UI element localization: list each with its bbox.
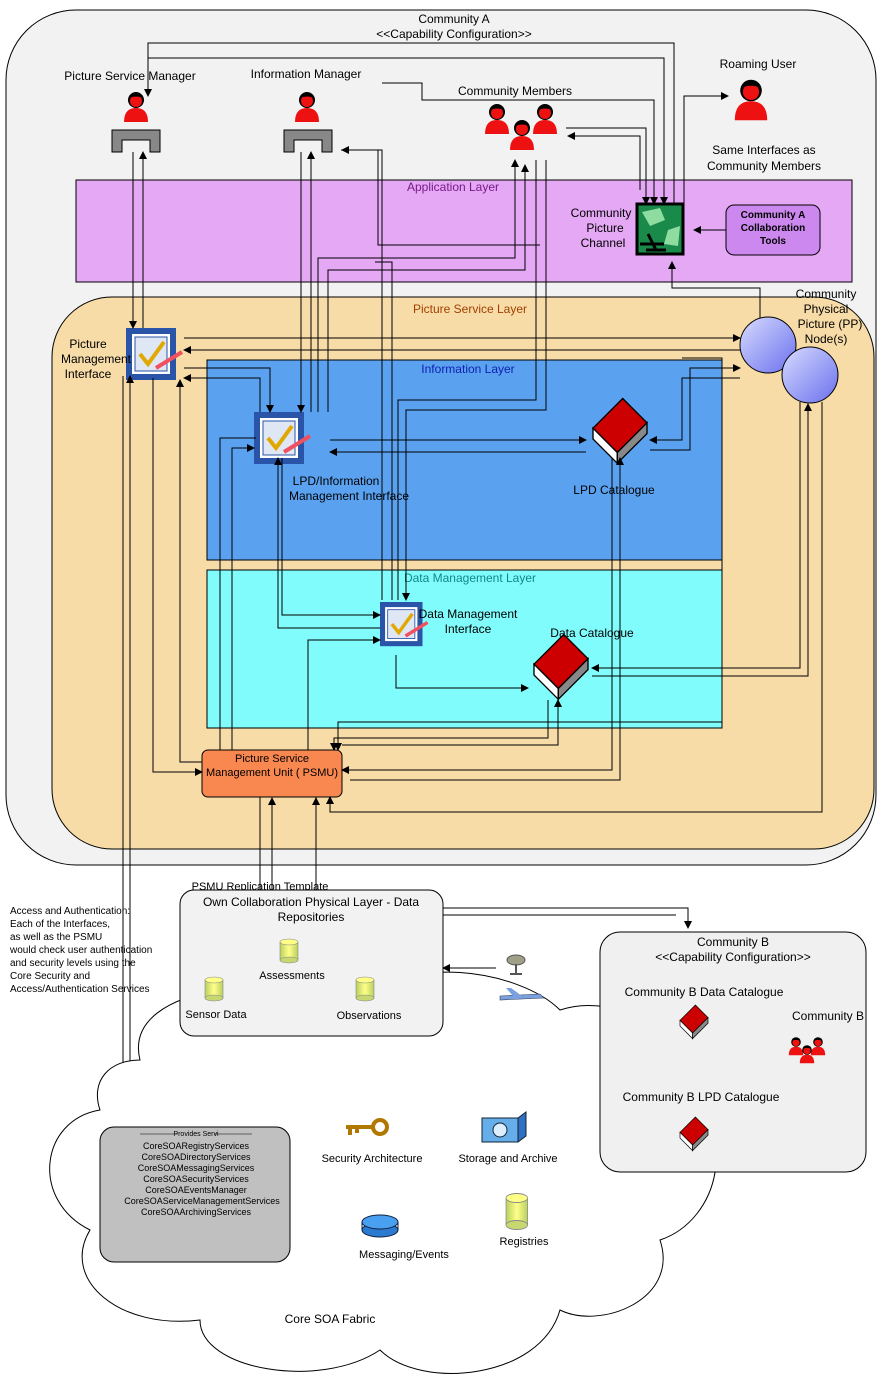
data-management-layer-label: Data Management Layer	[404, 571, 536, 585]
pmi-label-2: Management	[61, 352, 132, 366]
service-item: CoreSOADirectoryServices	[141, 1152, 251, 1162]
core-soa-fabric-label: Core SOA Fabric	[285, 1312, 376, 1326]
access-note-line: Access/Authentication Services	[10, 984, 150, 995]
service-item: CoreSOAEventsManager	[145, 1185, 247, 1195]
pp-label-2: Physical	[804, 302, 849, 316]
registries-cylinder-icon	[505, 1193, 529, 1230]
application-layer	[75, 179, 853, 283]
roaming-note-line1: Same Interfaces as	[712, 143, 815, 157]
data-catalogue-label: Data Catalogue	[550, 626, 634, 640]
sensor-data-label: Sensor Data	[185, 1009, 247, 1021]
application-layer-label: Application Layer	[407, 180, 499, 194]
registries-label: Registries	[500, 1236, 549, 1248]
community-a-title: Community A	[418, 12, 489, 26]
core-services-header: Provides Servi	[173, 1131, 219, 1138]
pp-node-back-icon	[739, 316, 797, 374]
connectors	[122, 42, 823, 1290]
lpd-interface-icon	[252, 410, 312, 466]
satellite-dish-icon	[506, 954, 526, 975]
sensor-data-cylinder-icon	[204, 976, 224, 1002]
community-members-label: Community Members	[458, 84, 572, 98]
community-b-subtitle: <<Capability Configuration>>	[655, 950, 810, 964]
lpd-catalogue-label: LPD Catalogue	[573, 483, 655, 497]
storage-archive-label: Storage and Archive	[458, 1153, 557, 1165]
access-note-line: would check user authentication	[9, 945, 152, 956]
service-item: CoreSOAMessagingServices	[138, 1163, 255, 1173]
observations-cylinder-icon	[355, 976, 375, 1002]
dmi-label-1: Data Management	[419, 607, 518, 621]
community-b-members-label: Community B	[792, 1009, 864, 1023]
access-note-line: Core Security and	[10, 971, 90, 982]
service-item: CoreSOAArchivingServices	[141, 1207, 252, 1217]
community-b-title: Community B	[697, 935, 769, 949]
access-note-line: as well as the PSMU	[10, 932, 102, 943]
storage-icon	[481, 1111, 527, 1143]
pp-node-front-icon	[781, 346, 839, 404]
service-item: CoreSOARegistryServices	[143, 1141, 250, 1151]
pp-label-4: Node(s)	[805, 332, 848, 346]
collab-label-1: Community A	[741, 210, 806, 221]
information-layer-label: Information Layer	[421, 362, 514, 376]
physical-layer-title-1: Own Collaboration Physical Layer - Data	[203, 895, 419, 909]
channel-label-2: Picture	[586, 221, 624, 235]
collab-label-2: Collaboration	[741, 223, 805, 234]
community-a-subtitle: <<Capability Configuration>>	[376, 27, 531, 41]
picture-management-interface-icon	[124, 326, 184, 382]
access-note-line: Access and Authentication:	[10, 906, 130, 917]
aircraft-icon	[499, 988, 545, 1001]
lpd-interface-label-2: Management Interface	[289, 489, 409, 503]
router-icon	[361, 1214, 399, 1238]
data-management-layer	[206, 569, 723, 729]
roaming-user-label: Roaming User	[720, 57, 797, 71]
community-b-lpd-catalogue-label: Community B LPD Catalogue	[623, 1090, 780, 1104]
roaming-note-line2: Community Members	[707, 159, 821, 173]
collab-label-3: Tools	[760, 236, 786, 247]
picture-service-manager-label: Picture Service Manager	[64, 69, 195, 83]
pmi-label-1: Picture	[69, 337, 107, 351]
picture-service-manager-icon	[111, 92, 161, 153]
community-b-box	[599, 931, 867, 1173]
channel-label-1: Community	[571, 206, 632, 220]
picture-channel-icon	[635, 202, 685, 256]
pmi-label-3: Interface	[65, 367, 112, 381]
access-note-line: Each of the Interfaces,	[10, 919, 110, 930]
psmu-label-1: Picture Service	[235, 753, 309, 765]
information-manager-icon	[283, 92, 333, 153]
picture-service-layer-label: Picture Service Layer	[413, 302, 527, 316]
physical-layer-title-2: Repositories	[278, 910, 345, 924]
access-note-line: and security levels using the	[10, 958, 136, 969]
dmi-label-2: Interface	[445, 622, 492, 636]
pp-label-1: Community	[796, 287, 857, 301]
lpd-interface-label-1: LPD/Information	[293, 474, 380, 488]
psmu-label-2: Management Unit ( PSMU)	[206, 767, 338, 779]
security-architecture-label: Security Architecture	[322, 1153, 423, 1165]
messaging-events-label: Messaging/Events	[359, 1249, 449, 1261]
core-services-box	[99, 1126, 291, 1263]
observations-label: Observations	[337, 1010, 402, 1022]
information-manager-label: Information Manager	[251, 67, 362, 81]
community-b-data-catalogue-label: Community B Data Catalogue	[625, 985, 784, 999]
access-note: Access and Authentication: Each of the I…	[9, 906, 152, 995]
service-item: CoreSOAServiceManagementServices	[124, 1196, 280, 1206]
key-icon	[346, 1118, 389, 1136]
assessments-label: Assessments	[259, 970, 325, 982]
service-item: CoreSOASecurityServices	[143, 1174, 249, 1184]
physical-layer-box	[179, 889, 444, 1037]
channel-label-3: Channel	[581, 236, 626, 250]
pp-label-3: Picture (PP)	[798, 317, 863, 331]
assessments-cylinder-icon	[279, 938, 299, 964]
